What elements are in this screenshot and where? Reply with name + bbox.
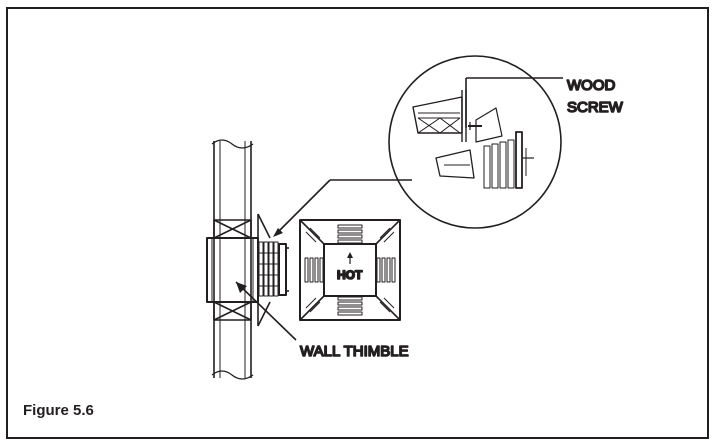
hot-label: HOT xyxy=(337,268,363,282)
wall-section xyxy=(211,139,254,380)
cover-plate xyxy=(299,219,401,321)
wood-screw-label-line2: SCREW xyxy=(567,99,624,116)
figure-caption: Figure 5.6 xyxy=(23,402,94,419)
wood-screw-label-line1: WOOD xyxy=(567,77,615,94)
detail-circle xyxy=(388,55,562,229)
wall-thimble xyxy=(206,213,289,327)
wall-thimble-arrow xyxy=(235,281,297,341)
figure-frame xyxy=(6,7,709,439)
wood-screw-leader xyxy=(465,77,563,128)
wall-thimble-label: WALL THIMBLE xyxy=(300,343,409,360)
